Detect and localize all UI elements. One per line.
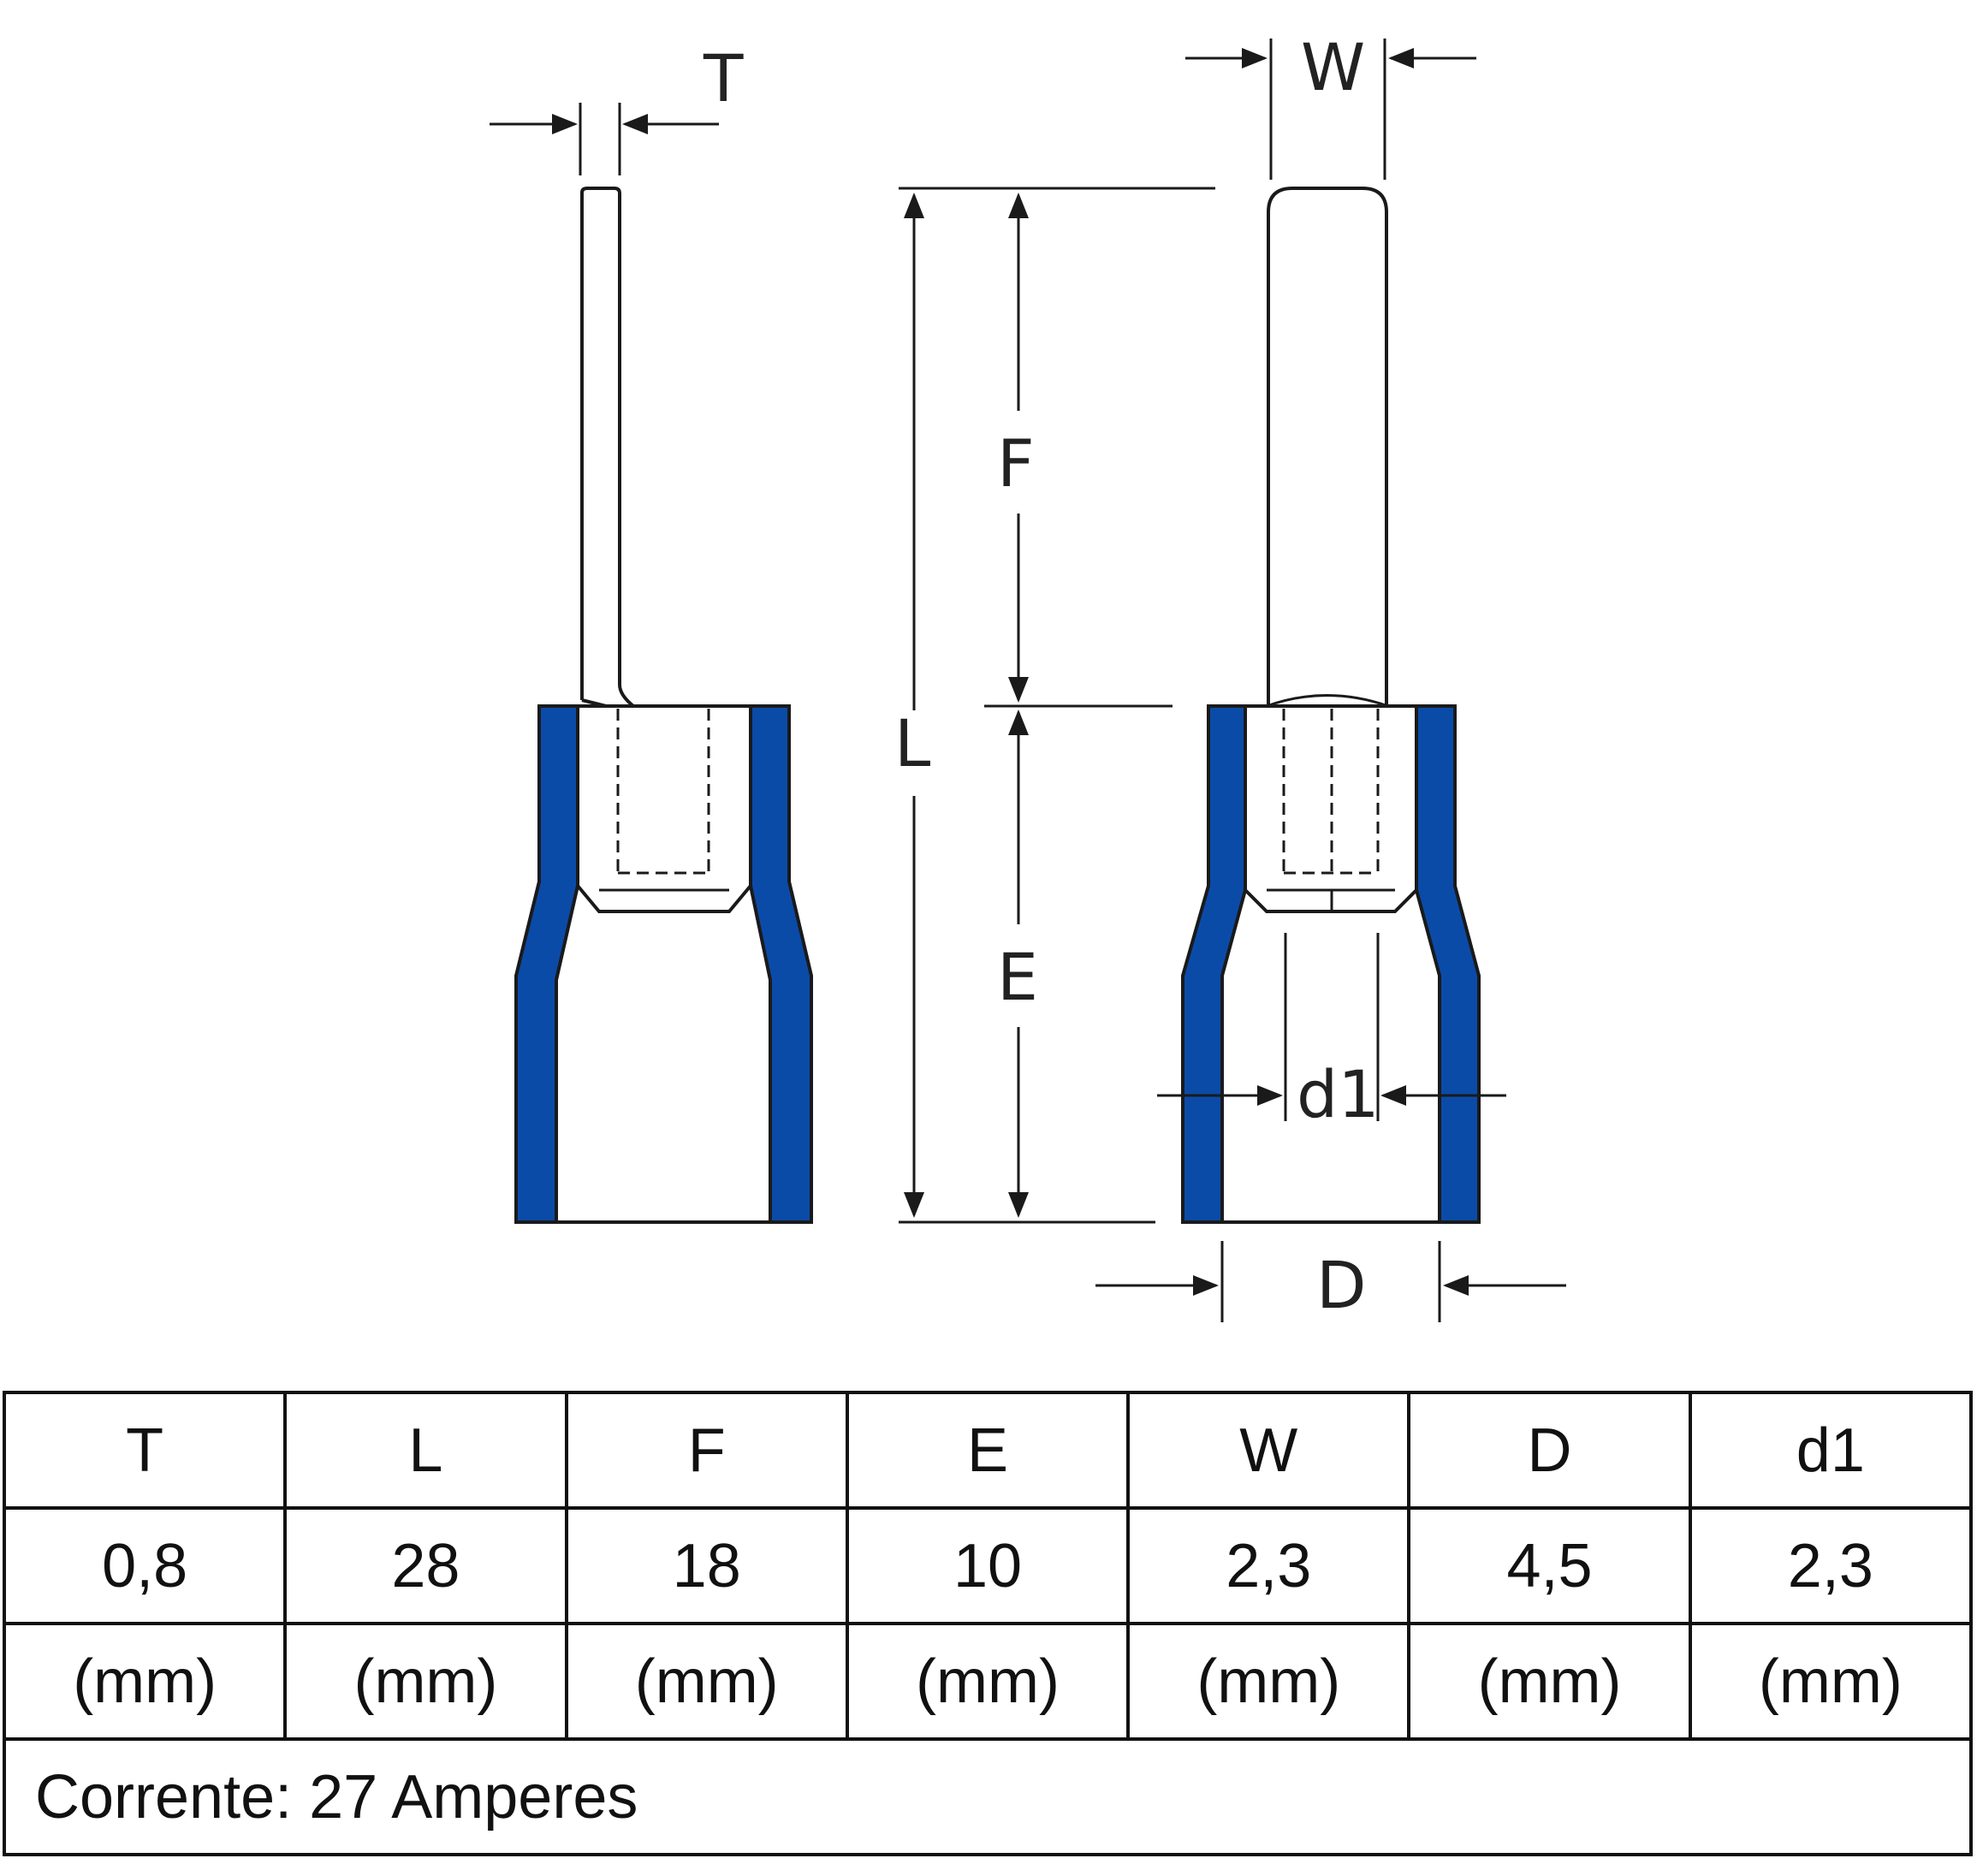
side-right-insulation — [749, 704, 813, 1224]
front-pin — [1267, 187, 1388, 706]
unit-cell: (mm) — [845, 1622, 1131, 1741]
note-row: Corrente: 27 Amperes — [3, 1737, 1973, 1856]
label-D: D — [1316, 1247, 1367, 1323]
side-view — [514, 187, 813, 1224]
unit-cell: (mm) — [1407, 1622, 1692, 1741]
value-cell: 2,3 — [1126, 1506, 1411, 1625]
unit-cell: (mm) — [2, 1622, 288, 1741]
label-W: W — [1301, 29, 1365, 105]
vertical-dimensions — [899, 187, 1215, 1224]
value-cell: 28 — [283, 1506, 568, 1625]
label-E: E — [997, 939, 1038, 1015]
value-row: 0,8 28 18 10 2,3 4,5 2,3 — [2, 1506, 1974, 1625]
header-cell: T — [2, 1391, 288, 1510]
header-cell: E — [845, 1391, 1131, 1510]
label-T: T — [703, 40, 744, 116]
dimension-D — [1095, 1241, 1566, 1322]
header-cell: F — [564, 1391, 849, 1510]
header-row: T L F E W D d1 — [2, 1391, 1974, 1510]
value-cell: 10 — [845, 1506, 1131, 1625]
front-view — [1181, 187, 1481, 1224]
terminal-drawing: T F L E — [490, 29, 1566, 1323]
header-cell: W — [1126, 1391, 1411, 1510]
dimension-d1 — [1157, 933, 1506, 1121]
header-cell: D — [1407, 1391, 1692, 1510]
label-L: L — [894, 705, 930, 781]
dimension-T — [490, 103, 719, 175]
unit-row: (mm) (mm) (mm) (mm) (mm) (mm) (mm) — [2, 1622, 1974, 1741]
dimension-W — [1185, 39, 1476, 180]
unit-cell: (mm) — [1126, 1622, 1411, 1741]
value-cell: 18 — [564, 1506, 849, 1625]
unit-cell: (mm) — [283, 1622, 568, 1741]
front-left-insulation — [1181, 704, 1247, 1224]
header-cell: d1 — [1688, 1391, 1974, 1510]
label-d1: d1 — [1297, 1056, 1380, 1132]
spec-table: T L F E W D d1 0,8 28 18 10 2,3 4,5 2,3 … — [2, 1391, 1974, 1856]
front-right-insulation — [1415, 704, 1481, 1224]
side-pin — [580, 187, 635, 708]
value-cell: 4,5 — [1407, 1506, 1692, 1625]
unit-cell: (mm) — [564, 1622, 849, 1741]
side-left-insulation — [514, 704, 579, 1224]
label-F: F — [997, 425, 1035, 502]
current-note: Corrente: 27 Amperes — [3, 1737, 1973, 1856]
header-cell: L — [283, 1391, 568, 1510]
unit-cell: (mm) — [1688, 1622, 1974, 1741]
value-cell: 2,3 — [1688, 1506, 1974, 1625]
value-cell: 0,8 — [2, 1506, 288, 1625]
